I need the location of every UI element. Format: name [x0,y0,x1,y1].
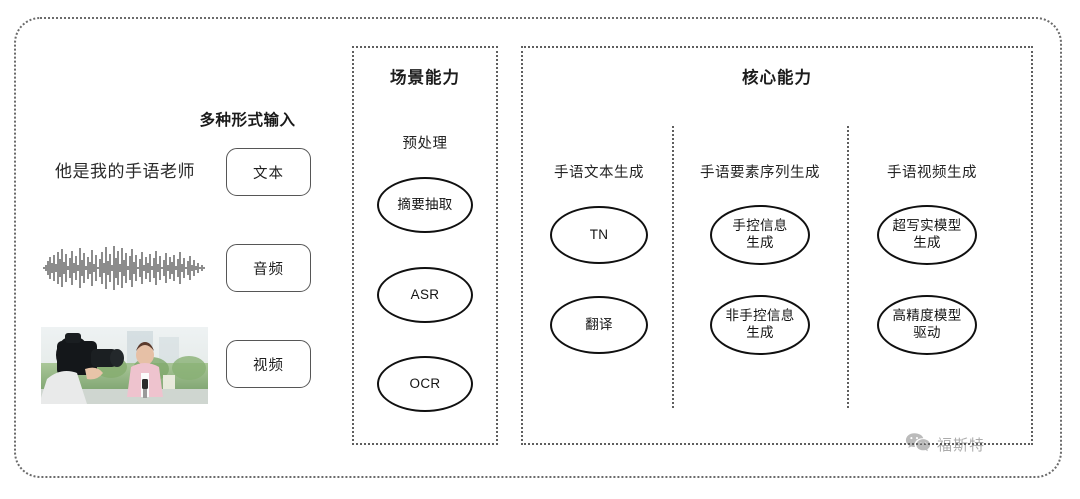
watermark-text: 福斯特 [937,437,986,454]
scene-group-label: 预处理 [402,136,448,152]
core-node-high-precision-model-driving[interactable]: 高精度模型 驱动 [877,295,977,355]
input-modality-audio-button[interactable]: 音频 [226,244,311,292]
core-column-divider-1 [672,126,674,408]
sample-sentence-text: 他是我的手语老师 [55,162,195,181]
wechat-icon [905,432,931,457]
input-modality-text-label: 文本 [253,165,284,182]
input-modality-audio-label: 音频 [253,261,284,278]
audio-waveform-icon [42,242,208,294]
core-node-nonmanual-feature-generation-label: 非手控信息 生成 [725,308,795,340]
core-node-tn[interactable]: TN [550,206,648,264]
core-node-tn-label: TN [589,226,609,242]
input-panel-heading: 多种形式输入 [199,112,296,129]
core-node-hyperreal-model-generation[interactable]: 超写实模型 生成 [877,205,977,265]
core-column-divider-2 [847,126,849,408]
video-thumbnail [41,327,208,404]
core-node-manual-feature-generation[interactable]: 手控信息 生成 [710,205,810,265]
core-node-nonmanual-feature-generation[interactable]: 非手控信息 生成 [710,295,810,355]
core-column-2-label: 手语要素序列生成 [700,165,820,181]
core-column-3-label: 手语视频生成 [887,165,977,181]
scene-section-title: 场景能力 [390,69,460,87]
scene-node-asr-label: ASR [410,286,440,302]
core-section-title: 核心能力 [742,69,812,87]
input-modality-video-button[interactable]: 视频 [226,340,311,388]
scene-node-asr[interactable]: ASR [377,267,473,323]
outer-frame [14,17,1062,478]
core-capability-section [521,46,1033,445]
watermark: 福斯特 [905,432,985,457]
core-node-high-precision-model-driving-label: 高精度模型 驱动 [892,308,962,340]
core-node-hyperreal-model-generation-label: 超写实模型 生成 [892,218,962,250]
core-node-translation[interactable]: 翻译 [550,296,648,354]
scene-node-ocr-label: OCR [409,375,441,391]
scene-capability-section [352,46,498,445]
scene-node-summary-extraction-label: 摘要抽取 [397,196,453,212]
input-modality-text-button[interactable]: 文本 [226,148,311,196]
core-column-1-label: 手语文本生成 [554,165,644,181]
core-node-manual-feature-generation-label: 手控信息 生成 [732,218,788,250]
input-modality-video-label: 视频 [253,357,284,374]
core-node-translation-label: 翻译 [585,316,613,332]
scene-node-summary-extraction[interactable]: 摘要抽取 [377,177,473,233]
scene-node-ocr[interactable]: OCR [377,356,473,412]
